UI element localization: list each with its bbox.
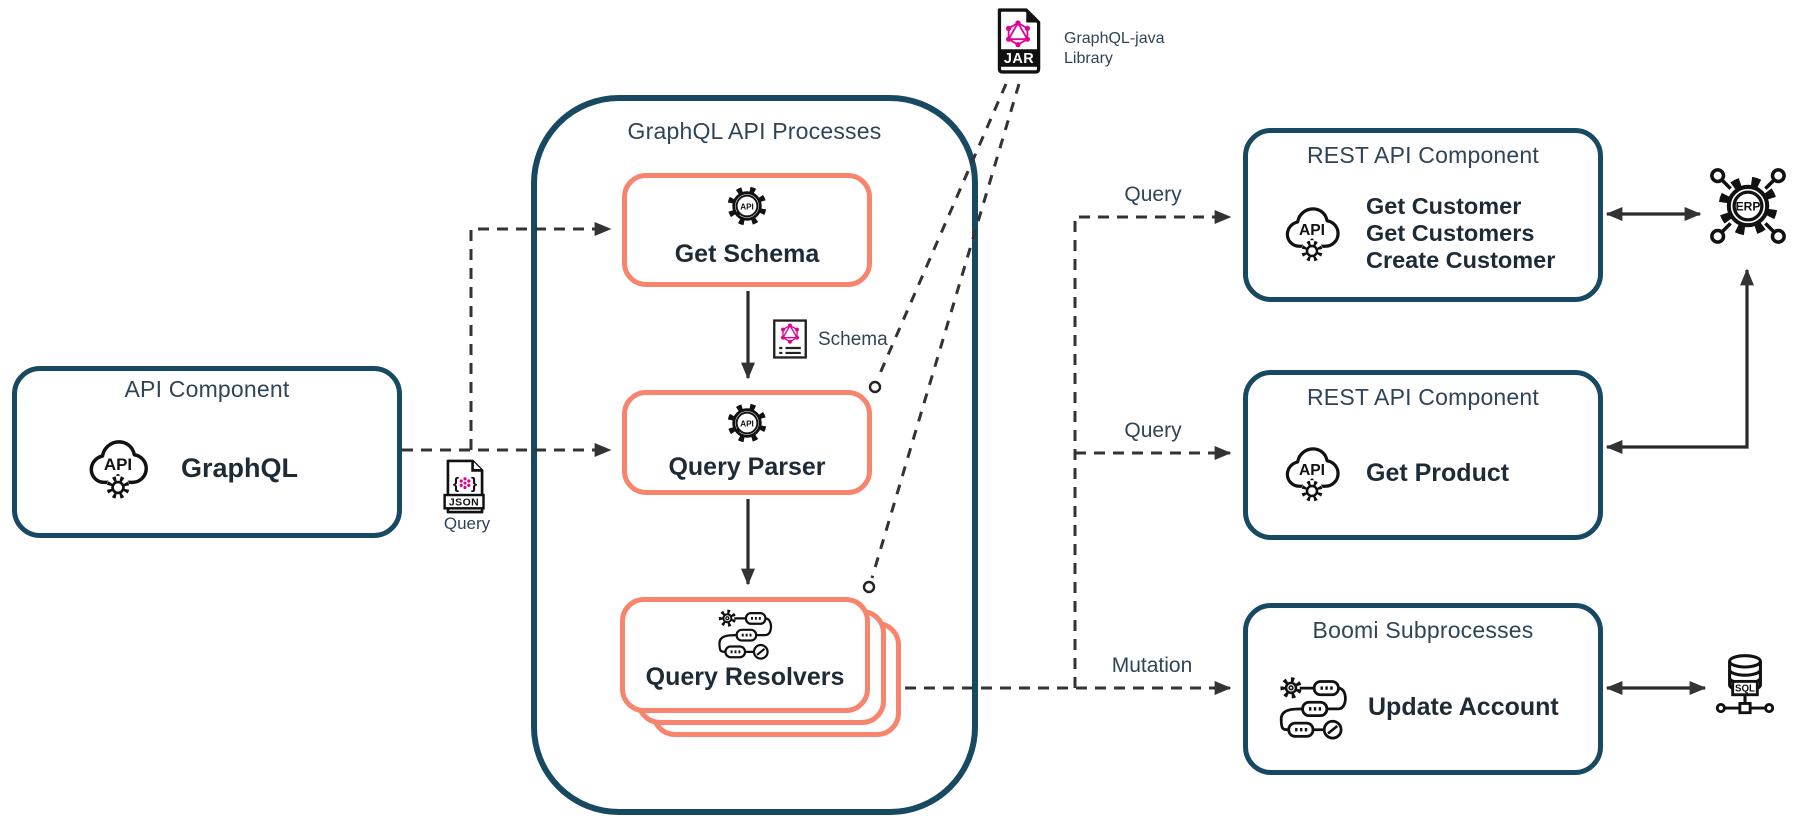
query-resolvers-box: Query Resolvers [620,597,870,713]
rest1-operation: Get Customers [1366,219,1535,246]
gear-api-icon [722,181,772,231]
rest1-operation: Create Customer [1366,246,1556,273]
api-component-title: API Component [124,376,290,402]
edge-rest2-erp [1605,268,1754,454]
api-cloud-icon [1276,437,1348,509]
rest1-operation: Get Customer [1366,192,1522,219]
query-parser-label: Query Parser [668,453,826,481]
jar-file-icon [992,8,1044,74]
gear-api-icon [722,398,772,448]
rest-api-1-title: REST API Component [1306,142,1540,168]
rest2-operation: Get Product [1366,458,1510,487]
edge-query-to-rest1 [1073,210,1232,688]
api-cloud-icon [1276,197,1348,269]
boomi-operation: Update Account [1368,692,1559,721]
boomi-subprocesses-title: Boomi Subprocesses [1312,617,1534,643]
sql-database-icon [1714,648,1776,724]
api-component-box: API Component GraphQL [12,366,402,538]
json-file-icon [443,459,487,514]
rest-api-component-2-box: REST API Component Get Product [1243,370,1603,540]
schema-doc-icon [772,318,808,360]
json-query-caption: Query [443,514,491,533]
query-resolvers-label: Query Resolvers [645,663,845,691]
edge-label-query-rest2: Query [1124,419,1182,442]
schema-caption: Schema [818,329,888,350]
process-icon [715,608,775,660]
graphql-api-processes-title: GraphQL API Processes [627,118,882,144]
api-cloud-icon [79,429,157,507]
rest-api-2-title: REST API Component [1306,384,1540,410]
rest-api-component-1-box: REST API Component Get Customer Get Cust… [1243,128,1603,302]
erp-icon [1700,158,1796,254]
boomi-subprocesses-box: Boomi Subprocesses Update Account [1243,603,1603,775]
query-parser-box: Query Parser [622,390,872,495]
process-icon [1276,675,1350,740]
edge-label-query-rest1: Query [1124,183,1182,206]
jar-caption: GraphQL-java Library [1064,30,1165,67]
edge-label-mutation: Mutation [1111,654,1193,677]
get-schema-label: Get Schema [674,240,820,268]
graphql-node-label: GraphQL [181,452,299,483]
get-schema-box: Get Schema [622,173,872,287]
